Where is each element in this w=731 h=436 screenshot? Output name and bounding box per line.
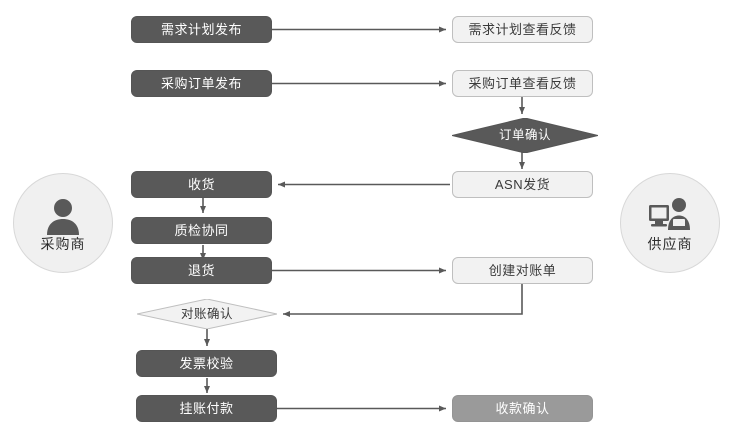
node-label: 需求计划发布 xyxy=(160,22,242,37)
node-invoice-verify[interactable]: 发票校验 xyxy=(136,350,277,377)
node-po-feedback[interactable]: 采购订单查看反馈 xyxy=(452,70,593,97)
person-at-computer-icon xyxy=(647,195,693,235)
node-asn-shipment[interactable]: ASN发货 xyxy=(452,171,593,198)
node-statement-confirm[interactable]: 对账确认 xyxy=(137,299,277,329)
person-icon xyxy=(40,195,86,235)
node-receipt-confirm[interactable]: 收款确认 xyxy=(452,395,593,422)
node-demand-plan-publish[interactable]: 需求计划发布 xyxy=(131,16,272,43)
node-label: 需求计划查看反馈 xyxy=(468,22,577,37)
diamond-shape xyxy=(137,299,277,329)
actor-buyer-label: 采购商 xyxy=(40,236,86,252)
node-order-confirm[interactable]: 订单确认 xyxy=(452,118,598,153)
node-label: 挂账付款 xyxy=(179,401,234,416)
node-return-goods[interactable]: 退货 xyxy=(131,257,272,284)
node-label: 退货 xyxy=(187,263,215,278)
node-label: 收款确认 xyxy=(495,401,550,416)
node-goods-receipt[interactable]: 收货 xyxy=(131,171,272,198)
node-label: 创建对账单 xyxy=(488,263,557,278)
node-pending-payment[interactable]: 挂账付款 xyxy=(136,395,277,422)
node-quality-collab[interactable]: 质检协同 xyxy=(131,217,272,244)
node-label: ASN发货 xyxy=(494,177,551,192)
node-label: 收货 xyxy=(187,177,215,192)
node-label: 采购订单发布 xyxy=(160,76,242,91)
node-demand-plan-feedback[interactable]: 需求计划查看反馈 xyxy=(452,16,593,43)
node-label: 采购订单查看反馈 xyxy=(468,76,577,91)
node-label: 质检协同 xyxy=(174,223,229,238)
node-label: 订单确认 xyxy=(498,128,551,143)
diamond-shape xyxy=(452,118,598,153)
node-label: 发票校验 xyxy=(179,356,234,371)
actor-supplier[interactable]: 供应商 xyxy=(620,173,720,273)
node-create-statement[interactable]: 创建对账单 xyxy=(452,257,593,284)
actor-supplier-label: 供应商 xyxy=(647,236,693,252)
node-po-publish[interactable]: 采购订单发布 xyxy=(131,70,272,97)
node-label: 对账确认 xyxy=(180,306,233,321)
actor-buyer[interactable]: 采购商 xyxy=(13,173,113,273)
